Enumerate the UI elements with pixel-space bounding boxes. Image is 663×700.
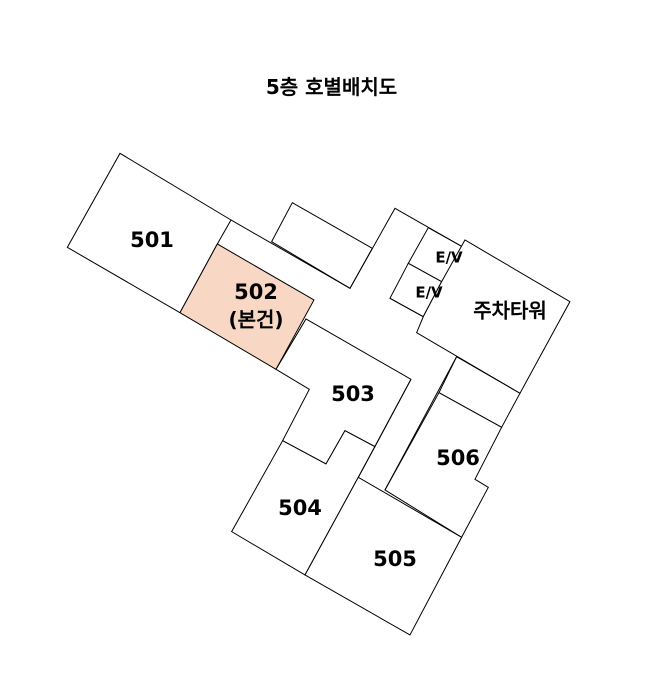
page-title: 5층 호별배치도: [265, 75, 398, 99]
label-502: 502: [234, 280, 278, 304]
label-504: 504: [278, 496, 322, 520]
corridor-wall: [357, 379, 412, 478]
label-elevator-2: E/V: [415, 284, 443, 302]
label-502-note: (본건): [228, 308, 283, 332]
label-505: 505: [373, 547, 417, 571]
label-parking-tower: 주차타워: [473, 299, 547, 323]
label-503: 503: [331, 382, 375, 406]
label-elevator-1: E/V: [435, 249, 463, 267]
corridor-wall: [384, 356, 458, 491]
room-parking-tower[interactable]: [416, 239, 571, 395]
room-505[interactable]: [304, 476, 463, 636]
label-501: 501: [130, 228, 174, 252]
label-506: 506: [436, 446, 480, 470]
corridor-wall: [389, 297, 424, 318]
